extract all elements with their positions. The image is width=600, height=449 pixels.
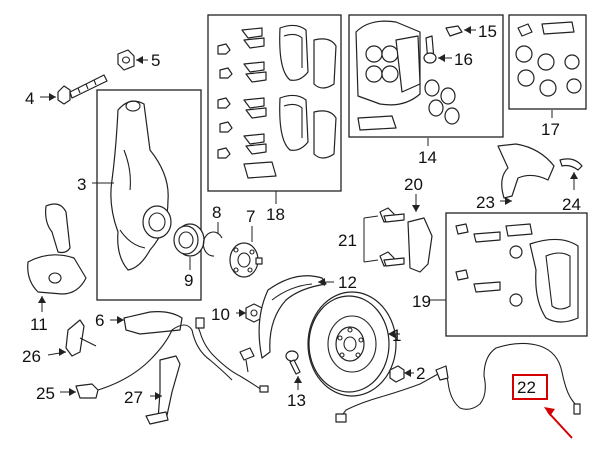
callout-23: 23 — [476, 193, 495, 212]
callout-14: 14 — [418, 148, 437, 167]
screw-part-13 — [285, 350, 302, 390]
callout-22: 22 — [517, 378, 536, 397]
abs-sensor-part-25 — [60, 324, 233, 399]
brake-rotor-part-1 — [307, 291, 400, 397]
callout-3: 3 — [77, 175, 86, 194]
brake-pads-part-18 — [217, 24, 337, 204]
seal-kit-box-17 — [508, 14, 587, 110]
dust-shield-part-12 — [258, 275, 334, 359]
callout-25: 25 — [36, 384, 55, 403]
callout-12: 12 — [338, 273, 357, 292]
caliper-part-14 — [355, 20, 460, 146]
caliper-support-part-19 — [430, 223, 579, 323]
snap-ring-part-8 — [202, 222, 223, 257]
wear-sensor-part-22 — [335, 342, 581, 423]
bolt-part-2 — [389, 365, 414, 383]
callout-1: 1 — [392, 326, 401, 345]
clip-part-24 — [559, 158, 583, 190]
wheel-bearing-part-9 — [173, 223, 205, 270]
pad-kit-box-18 — [207, 14, 342, 192]
callout-21: 21 — [338, 231, 357, 250]
highlight-box-22 — [512, 374, 548, 400]
bracket-part-6 — [110, 311, 183, 335]
callout-2: 2 — [416, 364, 425, 383]
bracket-part-27 — [145, 355, 181, 425]
nut-part-5 — [117, 49, 148, 71]
callout-15: 15 — [478, 22, 497, 41]
splash-shield-part-11 — [27, 203, 87, 312]
wheel-hub-part-7 — [229, 226, 263, 278]
steering-knuckle-part-3 — [92, 100, 172, 271]
callout-9: 9 — [184, 271, 193, 290]
bleeder-screw-part-15 — [445, 25, 476, 37]
callout-24: 24 — [562, 195, 581, 214]
callout-17: 17 — [541, 120, 560, 139]
callout-4: 4 — [25, 89, 34, 108]
callout-5: 5 — [151, 51, 160, 70]
callout-18: 18 — [266, 205, 285, 224]
callout-26: 26 — [22, 347, 41, 366]
seal-kit-part-17 — [515, 21, 582, 118]
callout-7: 7 — [246, 207, 255, 226]
knuckle-group-box — [96, 89, 202, 301]
bracket-part-23 — [497, 143, 555, 205]
callout-19: 19 — [412, 292, 431, 311]
callout-16: 16 — [454, 50, 473, 69]
callout-11: 11 — [30, 315, 48, 334]
nut-part-10 — [236, 303, 263, 323]
guide-pins-part-20-21 — [363, 194, 433, 273]
callout-6: 6 — [95, 311, 104, 330]
callout-10: 10 — [211, 305, 230, 324]
sensor-wire-harness — [195, 317, 269, 393]
guide-bolt-part-16 — [423, 35, 452, 64]
caliper-box-14 — [348, 14, 504, 138]
red-arrow-icon — [544, 407, 573, 439]
callout-27: 27 — [124, 388, 143, 407]
callout-20: 20 — [404, 175, 423, 194]
callout-13: 13 — [287, 391, 306, 410]
sensor-bracket-part-26 — [47, 319, 97, 357]
caliper-support-box-19 — [445, 212, 588, 337]
bolt-part-4 — [40, 74, 108, 105]
callout-8: 8 — [212, 203, 221, 222]
